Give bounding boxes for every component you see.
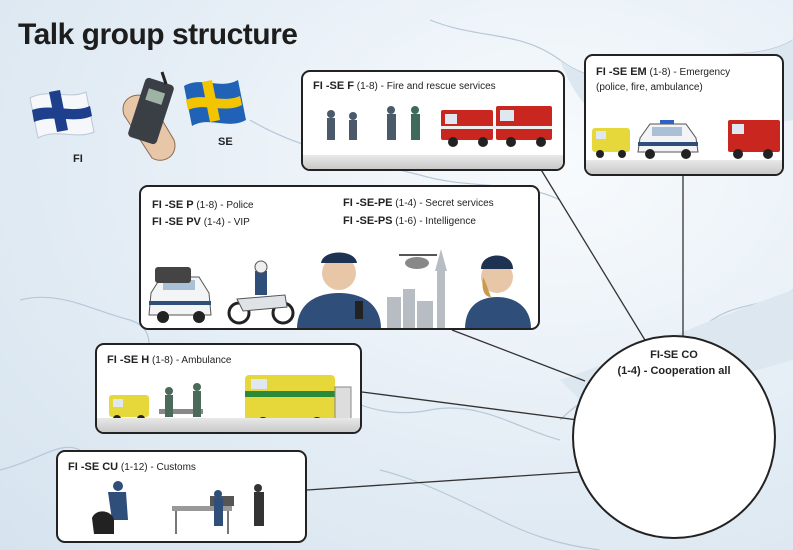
emergency-illustration (592, 120, 780, 159)
connector-ambulance (361, 391, 579, 421)
group-code: FI -SE PV (152, 216, 201, 228)
group-code: FI -SE EM (596, 66, 647, 78)
police-officer-icon (297, 252, 381, 328)
group-range: (1-8) (356, 81, 378, 92)
sweden-flag-icon (184, 80, 246, 126)
police-car-icon (148, 267, 212, 323)
police-car-icon (637, 120, 699, 159)
page-title: Talk group structure (18, 18, 298, 51)
group-code: FI -SE-PE (343, 197, 393, 209)
police-illustration (148, 249, 531, 328)
group-desc: - Fire and rescue services (377, 81, 496, 92)
group-code: FI -SE P (152, 199, 194, 211)
group-desc: - Emergency (670, 67, 731, 78)
group-code: FI -SE CU (68, 461, 119, 473)
connector-police (451, 329, 586, 382)
fire-illustration (327, 106, 552, 147)
group-desc: - Police (217, 200, 254, 211)
connector-fire (539, 167, 649, 346)
flag-label-se: SE (218, 136, 233, 148)
group-range: (1-4) (395, 198, 417, 209)
hub-code: FI-SE CO (650, 349, 698, 361)
firefighter-icon (327, 106, 420, 140)
flag-label-fi: FI (73, 153, 83, 165)
group-label-intel: FI -SE-PS (1-6) - Intelligence (343, 215, 476, 227)
group-range: (1-8) (649, 67, 671, 78)
finland-flag-icon (29, 90, 95, 139)
ground-strip (97, 418, 360, 432)
group-desc: - Secret services (416, 198, 494, 209)
group-label-ambulance: FI -SE H (1-8) - Ambulance (107, 354, 231, 366)
group-desc: - Intelligence (416, 216, 476, 227)
paramedics-stretcher-icon (159, 383, 203, 417)
group-desc: - Customs (147, 462, 196, 473)
connector-customs (306, 471, 581, 491)
group-desc: - Ambulance (173, 355, 232, 366)
ground-strip (586, 160, 782, 174)
cooperation-hub: FI-SE CO (1-4) - Cooperation all (572, 335, 776, 539)
fire-truck-icon (728, 120, 780, 159)
group-box-customs: FI -SE CU (1-12) - Customs (56, 450, 307, 543)
group-code: FI -SE H (107, 354, 150, 366)
police-motorcycle-icon (227, 260, 295, 325)
helicopter-icon (399, 254, 437, 269)
group-label-emergency: FI -SE EM (1-8) - Emergency (596, 66, 730, 78)
group-label-police: FI -SE P (1-8) - Police (152, 199, 254, 211)
group-desc: - VIP (224, 217, 250, 228)
group-range: (1-8) (151, 355, 174, 366)
customs-illustration (92, 481, 264, 534)
group-desc-emergency-detail: (police, fire, ambulance) (596, 82, 703, 93)
group-code: FI -SE F (313, 80, 354, 92)
group-box-emergency: FI -SE EM (1-8) - Emergency (police, fir… (584, 54, 784, 176)
group-range: (1-12) (120, 462, 148, 473)
group-label-customs: FI -SE CU (1-12) - Customs (68, 461, 196, 473)
city-skyline-icon (387, 249, 447, 328)
ambulance-icon (592, 128, 630, 158)
group-box-police: FI -SE P (1-8) - Police FI -SE PV (1-4) … (139, 185, 540, 330)
customs-officer-with-dog-icon (92, 481, 128, 534)
inspection-table-icon (172, 484, 264, 534)
police-officer-female-icon (465, 255, 531, 328)
group-range: (1-8) (196, 200, 218, 211)
flags-and-radio-illustration (29, 71, 246, 161)
group-box-ambulance: FI -SE H (1-8) - Ambulance (95, 343, 362, 434)
hub-desc: (1-4) - Cooperation all (617, 365, 731, 377)
group-range: (1-6) (395, 216, 417, 227)
fire-truck-icon (441, 106, 552, 147)
ground-strip (303, 155, 563, 169)
group-code: FI -SE-PS (343, 215, 393, 227)
group-label-secret: FI -SE-PE (1-4) - Secret services (343, 197, 494, 209)
radio-handset-icon (122, 71, 176, 161)
group-label-vip: FI -SE PV (1-4) - VIP (152, 216, 250, 228)
group-box-fire: FI -SE F (1-8) - Fire and rescue service… (301, 70, 565, 171)
group-label-fire: FI -SE F (1-8) - Fire and rescue service… (313, 80, 496, 92)
group-range: (1-4) (203, 217, 225, 228)
